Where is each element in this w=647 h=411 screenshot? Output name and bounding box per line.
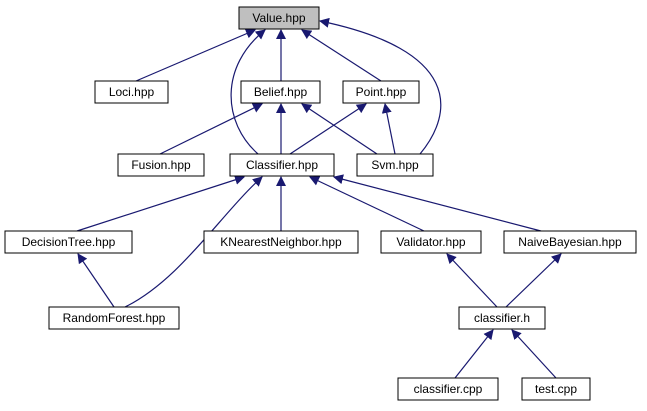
node-label: NaiveBayesian.hpp <box>518 235 622 249</box>
node-label: Point.hpp <box>356 85 407 99</box>
node-box <box>342 80 420 104</box>
edge-classifier_cpp-to-classifier_h <box>454 329 494 379</box>
edge-test_cpp-to-classifier_h <box>511 329 557 379</box>
edge-classifier-to-point <box>289 103 367 155</box>
edge-classifier_h-to-validator <box>446 253 498 308</box>
node-randomforest[interactable]: RandomForest.hpp <box>48 306 180 330</box>
node-belief[interactable]: Belief.hpp <box>240 80 321 104</box>
edge-loci-to-value <box>135 28 256 82</box>
node-label: Validator.hpp <box>396 235 465 249</box>
node-box <box>48 306 180 330</box>
edge-naivebayesian-to-classifier <box>333 174 542 232</box>
node-value[interactable]: Value.hpp <box>238 6 320 30</box>
edge-svm-to-point <box>381 103 396 155</box>
edge-decisiontree-to-classifier <box>76 175 245 232</box>
edges-layer <box>76 17 562 379</box>
node-label: classifier.h <box>474 311 530 325</box>
node-label: KNearestNeighbor.hpp <box>220 235 342 249</box>
node-box <box>521 377 591 401</box>
edge-fusion-to-belief <box>159 103 263 155</box>
node-label: Fusion.hpp <box>131 158 191 172</box>
node-knn[interactable]: KNearestNeighbor.hpp <box>203 230 359 254</box>
edge-classifier_h-to-naivebayesian <box>505 253 562 308</box>
edge-svm-to-value <box>319 17 442 155</box>
node-box <box>229 153 335 177</box>
node-box <box>397 377 499 401</box>
node-naivebayesian[interactable]: NaiveBayesian.hpp <box>503 230 637 254</box>
node-box <box>356 153 434 177</box>
node-box <box>458 306 546 330</box>
node-box <box>503 230 637 254</box>
node-box <box>238 6 320 30</box>
node-box <box>240 80 321 104</box>
node-loci[interactable]: Loci.hpp <box>94 80 169 104</box>
node-test_cpp[interactable]: test.cpp <box>521 377 591 401</box>
node-label: DecisionTree.hpp <box>22 235 116 249</box>
node-box <box>203 230 359 254</box>
node-svm[interactable]: Svm.hpp <box>356 153 434 177</box>
edge-randomforest-to-decisiontree <box>77 253 115 308</box>
node-validator[interactable]: Validator.hpp <box>380 230 482 254</box>
node-decisiontree[interactable]: DecisionTree.hpp <box>4 230 133 254</box>
node-classifier_h[interactable]: classifier.h <box>458 306 546 330</box>
node-box <box>4 230 133 254</box>
node-box <box>117 153 205 177</box>
edge-point-to-value <box>301 29 382 82</box>
node-label: Loci.hpp <box>109 85 155 99</box>
edge-svm-to-belief <box>301 103 378 155</box>
edge-randomforest-to-classifier <box>124 176 263 308</box>
node-label: test.cpp <box>535 382 577 396</box>
node-label: RandomForest.hpp <box>63 311 166 325</box>
node-point[interactable]: Point.hpp <box>342 80 420 104</box>
node-classifier_cpp[interactable]: classifier.cpp <box>397 377 499 401</box>
node-label: Belief.hpp <box>254 85 308 99</box>
node-box <box>94 80 169 104</box>
edge-validator-to-classifier <box>309 176 425 232</box>
node-box <box>380 230 482 254</box>
node-label: classifier.cpp <box>414 382 483 396</box>
node-label: Value.hpp <box>252 11 305 25</box>
node-label: Svm.hpp <box>371 158 419 172</box>
node-fusion[interactable]: Fusion.hpp <box>117 153 205 177</box>
node-classifier[interactable]: Classifier.hpp <box>229 153 335 177</box>
edge-classifier-to-value <box>230 29 266 155</box>
node-label: Classifier.hpp <box>246 158 318 172</box>
